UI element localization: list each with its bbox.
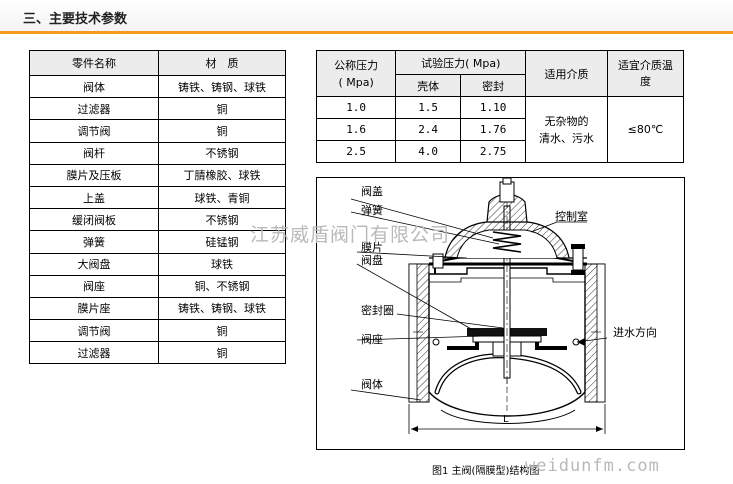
section-header: 三、主要技术参数 [0,0,733,34]
part-name-cell: 调节阀 [29,119,159,143]
table-cell: 1.5 [395,96,461,119]
table-row: 2.5 4.0 2.75 [315,140,684,163]
part-name-cell: 膜片座 [29,296,159,321]
material-cell: 铜、不锈钢 [158,274,286,298]
label-seal-ring: 密封圈 [361,304,394,317]
material-cell: 球铁 [158,252,286,276]
table-row: 调节阀铜 [29,319,286,343]
figure-caption: 图1 主阀(隔膜型)结构图 [432,466,540,477]
label-valve-disc: 阀盘 [361,254,383,267]
material-cell: 铸铁、铸钢、球铁 [158,74,286,99]
table-row: 膜片及压板丁腈橡胶、球铁 [29,163,286,187]
table-cell: 4.0 [395,140,461,163]
url-watermark: weidunfm.com [525,456,660,476]
column-header: 材 质 [158,50,286,76]
label-valve-cover: 阀盖 [361,185,383,198]
table-header-row: 公称压力 ( Mpa) 试验压力( Mpa) 适用介质 适宜介质温度 [315,50,685,97]
table-row: 调节阀铜 [29,119,286,143]
pressure-table: 公称压力 ( Mpa) 试验压力( Mpa) 适用介质 适宜介质温度 壳体 密封… [315,50,685,163]
part-name-cell: 过滤器 [29,97,159,121]
material-cell: 铜 [158,97,286,121]
label-length: L [503,414,509,425]
part-name-cell: 上盖 [29,185,159,210]
part-name-cell: 阀杆 [29,141,159,165]
material-cell: 铸铁、铸钢、球铁 [158,296,286,321]
material-cell: 铜 [158,341,286,365]
material-cell: 铜 [158,119,286,143]
part-name-cell: 调节阀 [29,319,159,343]
table-row: 大阀盘球铁 [29,252,286,276]
column-header-shell: 壳体 [395,74,461,97]
materials-table-body: 阀体铸铁、铸钢、球铁过滤器铜调节阀铜阀杆不锈钢膜片及压板丁腈橡胶、球铁上盖球铁、… [29,74,286,365]
table-row: 缓闭阀板不锈钢 [29,208,286,232]
table-row: 膜片座铸铁、铸钢、球铁 [29,296,286,321]
medium-cell: 无杂物的 清水、污水 [525,96,608,163]
part-name-cell: 大阀盘 [29,252,159,276]
header-text: 公称压力 [334,58,379,72]
table-row: 过滤器铜 [29,97,286,121]
column-header-nominal-pressure: 公称压力 ( Mpa) [315,50,397,97]
company-watermark: 江苏威盾阀门有限公司 [250,224,451,246]
table-header-row: 零件名称 材 质 [29,50,286,76]
table-row: 过滤器铜 [29,341,286,365]
table-header-row: 壳体 密封 [317,74,684,97]
label-control-chamber: 控制室 [555,210,588,223]
valve-structure-drawing: 阀盖 弹簧 控制室 膜片 阀盘 密封圈 阀座 进水方向 阀体 L [316,177,685,450]
table-row: 弹簧硅锰钢 [29,230,286,254]
medium-text: 清水、污水 [539,131,595,145]
column-header-medium: 适用介质 [525,50,608,97]
table-cell: 1.76 [459,118,527,141]
label-valve-seat: 阀座 [361,333,383,346]
part-name-cell: 膜片及压板 [29,163,159,187]
material-cell: 铜 [158,319,286,343]
temperature-cell: ≤80℃ [606,96,685,163]
table-cell: 2.75 [459,140,527,163]
table-row: 阀体铸铁、铸钢、球铁 [29,74,286,99]
table-row: 阀座铜、不锈钢 [29,274,286,298]
table-cell: 1.6 [315,118,397,141]
part-name-cell: 阀座 [29,274,159,298]
valve-cross-section-svg [350,178,608,434]
table-cell: 1.10 [459,96,527,119]
label-diaphragm: 膜片 [361,241,383,254]
section-divider [0,31,733,34]
label-inlet-direction: 进水方向 [613,326,657,339]
material-cell: 丁腈橡胶、球铁 [158,163,286,187]
table-row: 阀杆不锈钢 [29,141,286,165]
table-cell: 2.4 [395,118,461,141]
header-unit: ( Mpa) [338,75,374,89]
medium-text: 无杂物的 [544,114,589,128]
table-cell: 1.0 [315,96,397,119]
part-name-cell: 阀体 [29,74,159,99]
table-row: 上盖球铁、青铜 [29,185,286,210]
section-title: 三、主要技术参数 [23,12,128,27]
part-name-cell: 弹簧 [29,230,159,254]
label-spring: 弹簧 [361,204,383,217]
table-cell: 2.5 [315,140,397,163]
material-cell: 球铁、青铜 [158,185,286,210]
material-cell: 不锈钢 [158,141,286,165]
part-name-cell: 过滤器 [29,341,159,365]
table-row: 1.0 1.5 1.10 无杂物的 清水、污水 ≤80℃ [315,96,685,163]
materials-table: 零件名称 材 质 阀体铸铁、铸钢、球铁过滤器铜调节阀铜阀杆不锈钢膜片及压板丁腈橡… [29,50,286,365]
column-header-test-pressure: 试验压力( Mpa) [395,50,527,75]
column-header-temperature: 适宜介质温度 [606,50,685,97]
part-name-cell: 缓闭阀板 [29,208,159,232]
column-header: 零件名称 [29,50,159,76]
label-valve-body: 阀体 [361,378,383,391]
column-header-seal: 密封 [459,74,527,97]
